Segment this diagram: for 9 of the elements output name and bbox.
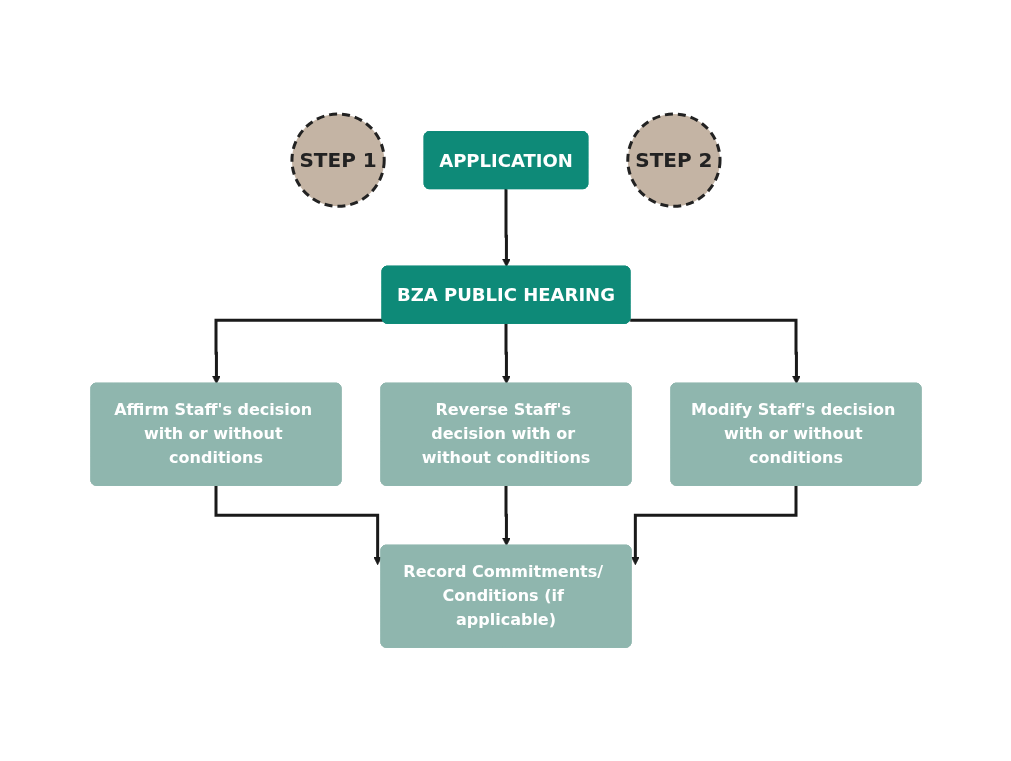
node-circle: STEP 2 xyxy=(625,112,722,208)
arrow xyxy=(501,322,511,385)
node-circle: STEP 1 xyxy=(289,112,386,208)
arrow xyxy=(214,484,382,566)
arrow xyxy=(211,318,383,385)
arrow xyxy=(501,484,511,547)
arrow xyxy=(629,318,801,385)
arrow xyxy=(501,187,511,268)
arrow xyxy=(630,484,798,565)
